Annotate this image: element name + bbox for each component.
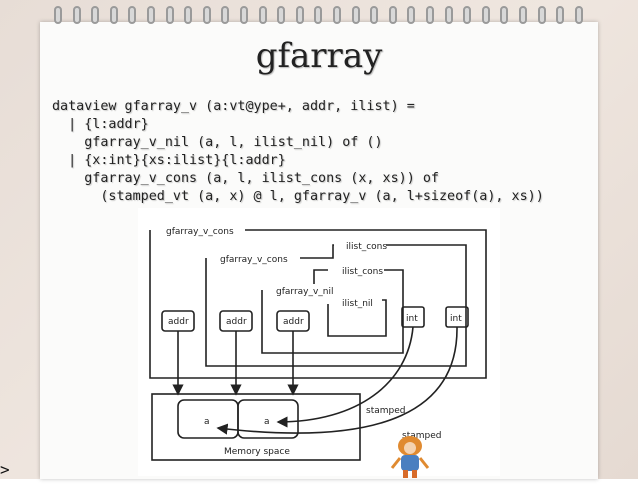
spiral-ring-icon [184, 6, 193, 24]
stamped-arrow [276, 326, 414, 428]
spiral-ring-icon [351, 6, 360, 24]
spiral-ring-icon [463, 6, 472, 24]
int-label: int [450, 314, 462, 324]
spiral-ring-icon [147, 6, 155, 24]
spiral-ring-icon [500, 6, 509, 24]
stamped-label: stamped [402, 431, 441, 441]
spiral-ring-icon [202, 6, 211, 24]
ilist-cons-label: ilist_cons [346, 242, 387, 252]
spiral-ring-icon [240, 6, 248, 24]
spiral-ring-icon [537, 6, 546, 24]
stamped-label: stamped [366, 406, 405, 416]
addr-label: addr [168, 317, 189, 327]
spiral-ring-icon [481, 6, 490, 24]
memory-space-label: Memory space [224, 447, 290, 457]
memory-diagram: gfarray_v_cons ilist_cons gfarray_v_cons… [138, 208, 500, 476]
code-line: | {l:addr} [52, 117, 149, 132]
spiral-ring-icon [407, 6, 416, 24]
spiral-ring-icon [295, 6, 304, 24]
spiral-ring-icon [426, 6, 434, 24]
code-block: dataview gfarray_v (a:vt@ype+, addr, ili… [52, 98, 544, 206]
spiral-ring-icon [165, 6, 174, 24]
code-line: | {x:int}{xs:ilist}{l:addr} [52, 153, 286, 168]
stamped-arrow [216, 326, 458, 435]
spiral-ring-icon [519, 6, 527, 24]
memory-cell-label: a [204, 417, 210, 427]
spiral-ring-icon [91, 6, 100, 24]
ilist-cons-label: ilist_cons [342, 267, 383, 277]
spiral-ring-icon [574, 6, 583, 24]
code-line: gfarray_v_cons (a, l, ilist_cons (x, xs)… [52, 171, 439, 186]
code-line: dataview gfarray_v (a:vt@ype+, addr, ili… [52, 99, 415, 114]
inner-box-label: gfarray_v_nil [276, 287, 334, 297]
outer-box-border [149, 229, 487, 379]
addr-label: addr [226, 317, 247, 327]
int-label: int [406, 314, 418, 324]
spiral-ring-icon [258, 6, 267, 24]
spiral-ring-icon [72, 6, 81, 24]
memory-cell [237, 399, 299, 439]
spiral-ring-icon [370, 6, 379, 24]
spiral-ring-icon [54, 6, 62, 24]
spiral-ring-icon [109, 6, 118, 24]
slide-title: gfarray [255, 36, 383, 76]
code-line: (stamped_vt (a, x) @ l, gfarray_v (a, l+… [52, 189, 544, 204]
addr-label: addr [283, 317, 304, 327]
spiral-ring-icon [444, 6, 453, 24]
spiral-ring-icon [556, 6, 565, 24]
spiral-ring-icon [314, 6, 323, 24]
mascot-figure-icon [386, 432, 434, 479]
memory-cell-label: a [264, 417, 270, 427]
spiral-ring-icon [388, 6, 397, 24]
mid-box-border [205, 244, 467, 367]
spiral-ring-icon [277, 6, 286, 24]
spiral-ring-icon [333, 6, 341, 24]
spiral-ring-icon [221, 6, 230, 24]
spiral-ring-icon [128, 6, 137, 24]
code-line: gfarray_v_nil (a, l, ilist_nil) of () [52, 135, 383, 150]
mid-box-label: gfarray_v_cons [220, 255, 288, 265]
spiral-binding [40, 2, 598, 28]
terminal-prompt[interactable]: > [0, 460, 10, 479]
memory-space-box [151, 393, 361, 461]
ilist-nil-label: ilist_nil [342, 299, 373, 309]
outer-box-label: gfarray_v_cons [166, 227, 234, 237]
